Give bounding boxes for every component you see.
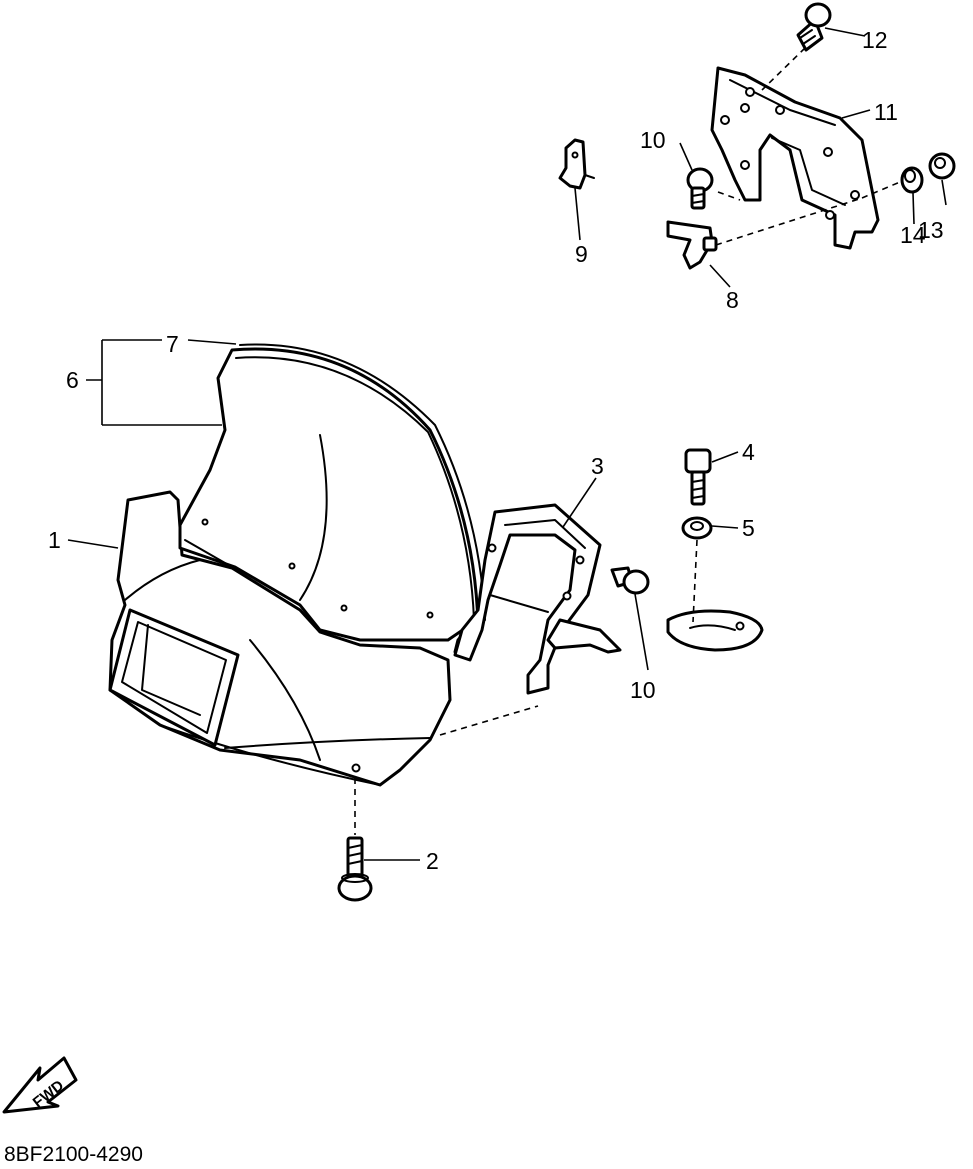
stay-part-3 xyxy=(453,503,622,695)
bracket-part-8 xyxy=(666,220,718,270)
callout-10-lower: 10 xyxy=(630,677,656,703)
nut-part-13 xyxy=(928,152,956,180)
fwd-arrow-icon: FWD xyxy=(2,1056,78,1114)
callout-5: 5 xyxy=(742,515,755,541)
mounting-plate xyxy=(666,609,764,652)
callout-7: 7 xyxy=(166,331,179,357)
callout-14: 14 xyxy=(900,222,926,248)
bolt-part-12 xyxy=(796,2,832,52)
front-cowling-part-1 xyxy=(108,490,452,787)
callout-labels: 1 2 3 4 5 6 7 8 9 10 10 11 12 13 14 xyxy=(48,27,944,874)
screw-part-10-lower xyxy=(610,566,650,595)
windscreen-part-7 xyxy=(178,343,486,654)
callout-10-upper: 10 xyxy=(640,127,666,153)
diagram-code: 8BF2100-4290 xyxy=(4,1143,143,1166)
collar-part-14 xyxy=(900,166,924,194)
bracket-part-9 xyxy=(558,138,595,190)
callout-12: 12 xyxy=(862,27,888,53)
callout-1: 1 xyxy=(48,527,61,553)
bolt-part-4 xyxy=(684,448,712,506)
callout-11: 11 xyxy=(874,99,898,125)
callout-2: 2 xyxy=(426,848,439,874)
callout-leaders xyxy=(67,27,947,861)
callout-13: 13 xyxy=(918,217,944,243)
callout-9: 9 xyxy=(575,241,588,267)
callout-8: 8 xyxy=(726,287,739,313)
callout-6: 6 xyxy=(66,367,79,393)
screw-part-10-upper xyxy=(686,167,714,210)
washer-part-5 xyxy=(681,516,713,540)
assembly-lines xyxy=(354,47,901,835)
plate-part-11 xyxy=(710,66,880,250)
callout-3: 3 xyxy=(591,453,604,479)
bolt-part-2 xyxy=(337,836,373,902)
callout-4: 4 xyxy=(742,439,755,465)
